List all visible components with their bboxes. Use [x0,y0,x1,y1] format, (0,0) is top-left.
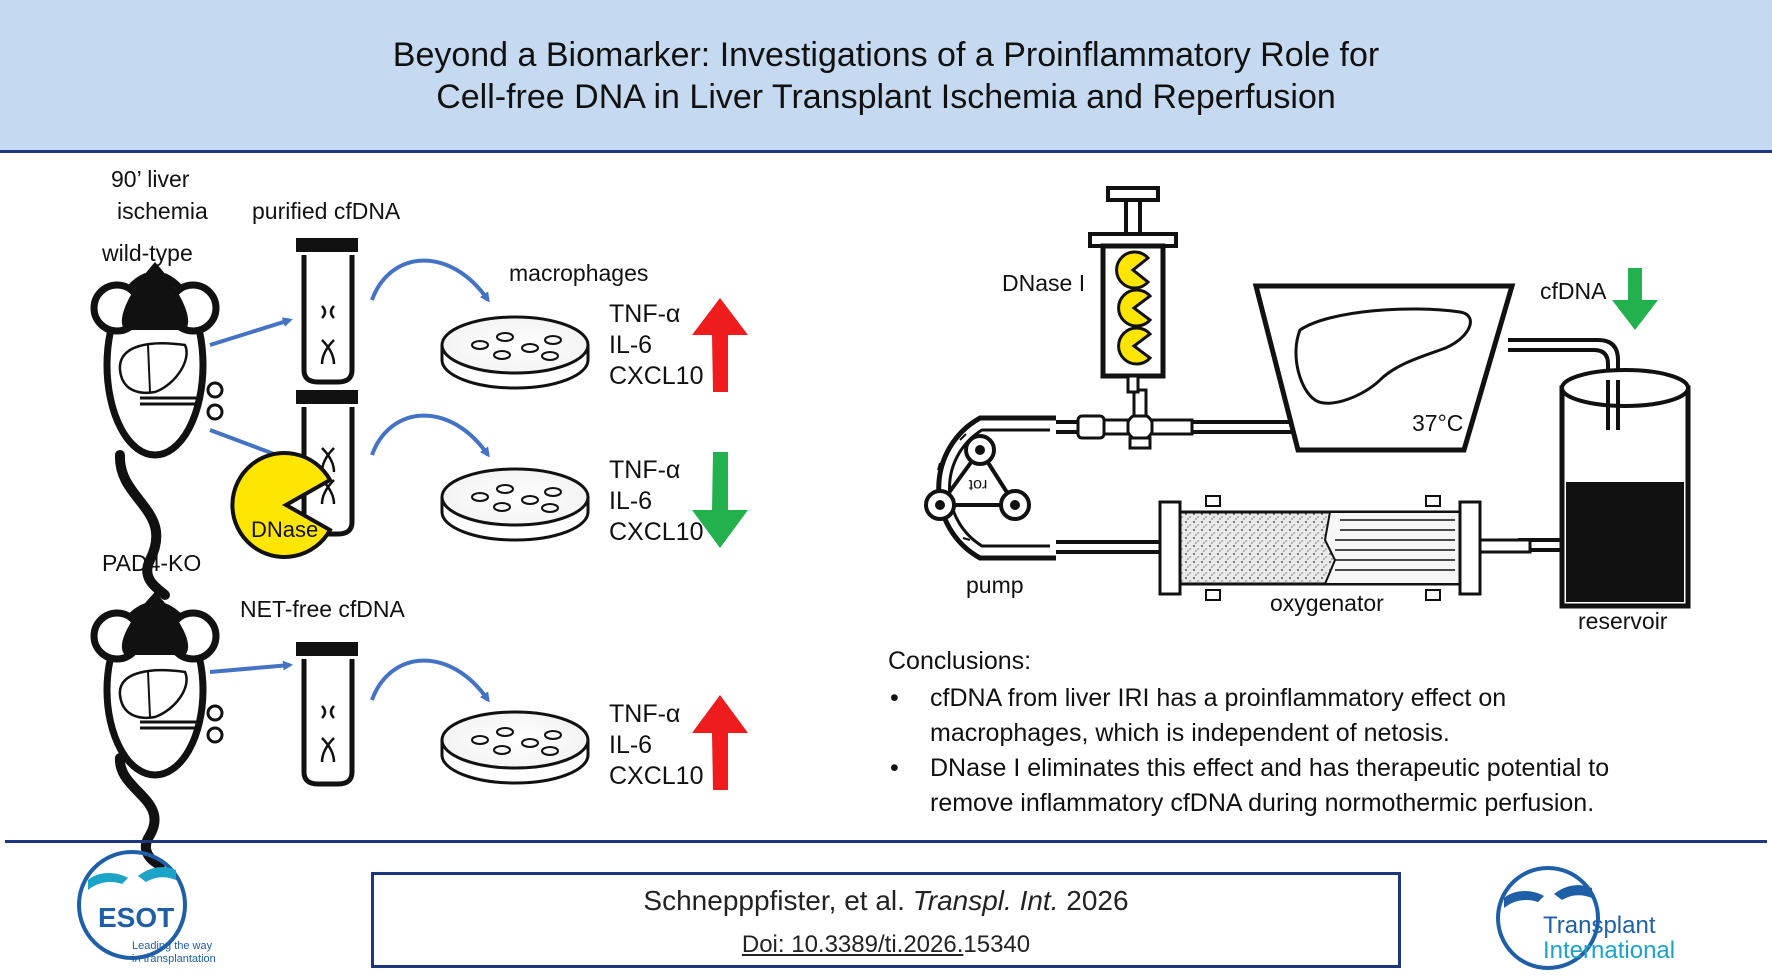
citation-year: 2026 [1066,885,1129,916]
bullet-1-line-1: cfDNA from liver IRI has a proinflammato… [930,684,1507,712]
footer-divider [5,840,1767,843]
dnase-enzyme-icon [230,451,333,559]
esot-tagline-line-1: Leading the way [132,940,213,952]
citation-journal: Transpl. Int. [912,885,1059,916]
organ-chamber [1252,283,1516,453]
dnase-pacman-2 [1117,288,1153,328]
reservoir-label: reservoir [1578,608,1668,634]
purified-cfdna-label: purified cfDNA [252,198,401,224]
dnase-syringe [1088,186,1178,394]
conclusion-bullet-1: • cfDNA from liver IRI has a proinflamma… [888,681,1748,751]
cytokine-il6: IL-6 [609,487,653,515]
cytokine-list-1: TNF-α IL-6 CXCL10 [609,299,704,392]
dnase-label: DNase [251,517,319,542]
cytokine-cxcl10: CXCL10 [609,762,704,790]
title-banner: Beyond a Biomarker: Investigations of a … [0,0,1772,153]
arrow-mouse-to-tube-1 [209,317,293,347]
net-free-cfdna-label: NET-free cfDNA [240,596,405,622]
esot-tagline-line-2: in transplantation [132,953,216,965]
roller-pump: rot [924,415,1056,561]
pump-rotor-text: rot [968,476,987,493]
liver-icon [1294,307,1472,405]
esot-logo-name: ESOT [98,902,175,933]
bullet-2-line-1: DNase I eliminates this effect and has t… [930,754,1610,782]
petri-dish-1 [440,315,590,390]
cytokine-cxcl10: CXCL10 [609,362,704,390]
curved-arrow-3 [370,658,490,703]
petri-dish-3 [440,710,590,785]
cytokine-il6: IL-6 [609,731,653,759]
pad4-ko-label: PAD4-KO [102,550,202,576]
cytokine-il6: IL-6 [609,331,653,359]
mouse-wildtype [90,262,224,600]
ischemia-label-line-1: 90’ liver [111,166,190,192]
pump-label: pump [966,572,1024,598]
citation-authors: Schnepppfister, et al. [643,885,905,916]
title-line-1: Beyond a Biomarker: Investigations of a … [392,36,1380,74]
doi-line: Doi: 10.3389/ti.2026.15340 [374,931,1398,959]
wildtype-label: wild-type [102,240,193,266]
petri-dish-2 [440,467,590,542]
journal-logo-line-2: International [1543,937,1676,964]
cfdna-down-arrow [1612,268,1658,330]
mouse-pad4-ko [90,592,224,870]
conclusion-bullet-2: • DNase I eliminates this effect and has… [888,751,1748,821]
title-line-2: Cell-free DNA in Liver Transplant Ischem… [436,78,1336,116]
cytokine-list-3: TNF-α IL-6 CXCL10 [609,699,704,792]
dnase-i-label: DNase I [1002,270,1086,296]
bullet-2-line-2: remove inflammatory cfDNA during normoth… [930,789,1595,817]
dnase-pacman-3 [1117,326,1153,366]
arrow-mouse-to-tube-3 [209,660,293,674]
esot-logo-icon [77,850,187,960]
temperature-label: 37°C [1412,410,1464,436]
doi-link[interactable]: Doi: 10.3389/ti.2026. [741,931,964,958]
oxygenator-label: oxygenator [1270,590,1384,616]
macrophages-label: macrophages [509,260,649,286]
dnase-pacman-1 [1115,250,1151,290]
tube-net-free-cfdna [296,642,358,787]
cytokine-tnf: TNF-α [609,700,681,728]
reservoir [1559,368,1691,609]
oxygenator [1158,495,1532,601]
ischemia-label-line-2: ischemia [117,198,208,224]
stopcock [1076,388,1194,450]
arrow-up-row-1 [692,298,748,392]
bullet-1-line-2: macrophages, which is independent of net… [930,719,1450,747]
curved-arrow-2 [370,413,490,458]
cytokine-cxcl10: CXCL10 [609,518,704,546]
tubing-to-reservoir [1508,338,1620,430]
arrow-up-row-3 [692,695,748,790]
journal-logo-line-1: Transplant [1543,912,1656,939]
conclusions-heading: Conclusions: [888,647,1032,675]
tube-purified-cfdna [296,238,358,385]
arrow-down-row-2 [692,452,748,548]
esot-tagline: Leading the way in transplantation [132,940,216,966]
curved-arrow-1 [370,258,490,303]
cytokine-tnf: TNF-α [609,300,681,328]
transplant-international-logo-icon [1496,866,1600,970]
bullet-dot: • [890,684,899,712]
conclusions: Conclusions: • cfDNA from liver IRI has … [888,644,1748,821]
citation-box: Schnepppfister, et al. Transpl. Int. 202… [371,872,1401,968]
doi-suffix: 15340 [963,931,1031,958]
cytokine-tnf: TNF-α [609,456,681,484]
citation-line: Schnepppfister, et al. Transpl. Int. 202… [374,885,1398,917]
cytokine-list-2: TNF-α IL-6 CXCL10 [609,455,704,548]
cfdna-label: cfDNA [1540,278,1607,304]
bullet-dot: • [890,754,899,782]
